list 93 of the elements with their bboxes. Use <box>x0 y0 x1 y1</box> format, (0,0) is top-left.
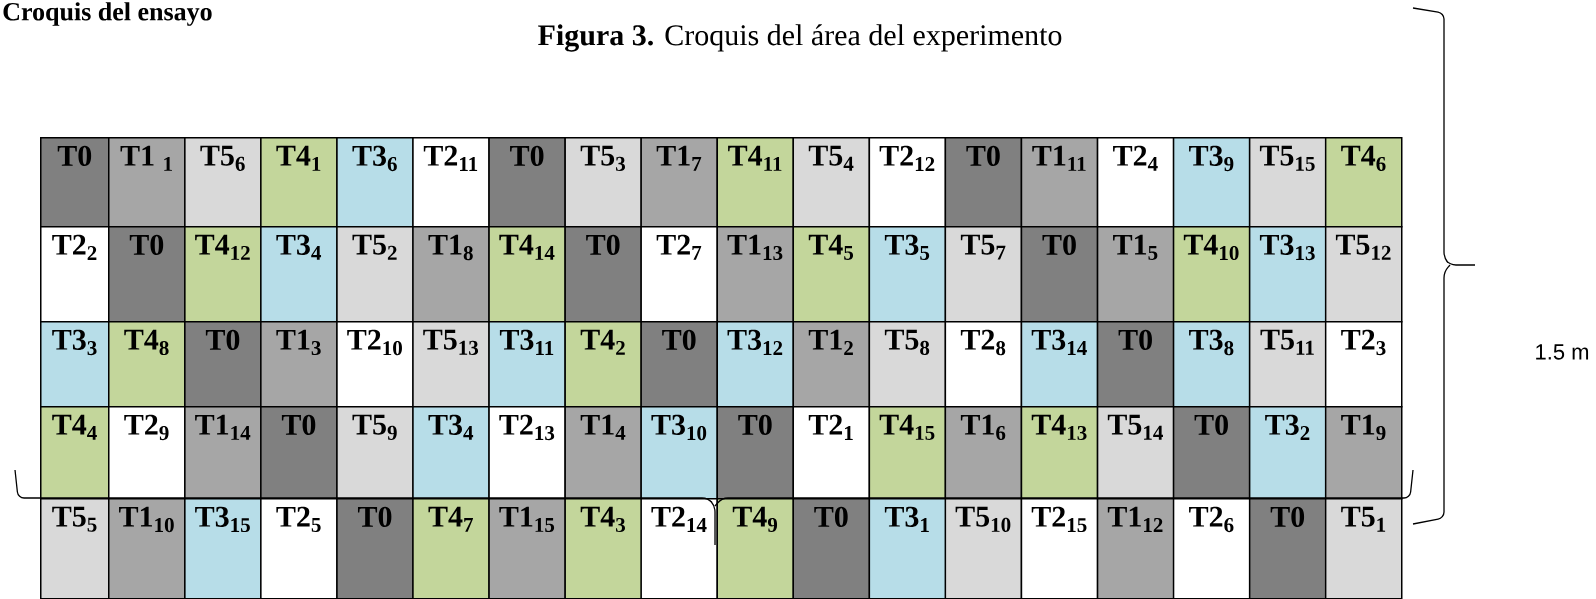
plot-cell: T3$_{9}$ <box>1172 137 1251 228</box>
plot-cell: T1$_{5}$ <box>1096 226 1175 323</box>
plot-cell: T2$_{9}$ <box>108 406 186 500</box>
plot-cell: T2$_{14}$ <box>640 498 718 599</box>
plot-cell: T5$_{1}$ <box>1324 498 1403 599</box>
plot-cell: T2$_{11}$ <box>412 137 490 228</box>
plot-cell: T2$_{2}$ <box>40 226 110 323</box>
plot-cell: T0 <box>792 498 871 599</box>
plot-cell: T3$_{8}$ <box>1172 321 1251 408</box>
plot-cell: T1$_{11}$ <box>1020 137 1099 228</box>
plot-cell: T1$_{7}$ <box>640 137 718 228</box>
plot-cell: T5$_{8}$ <box>868 321 947 408</box>
plot-cell: T5$_{13}$ <box>412 321 490 408</box>
plot-cell: T4$_{11}$ <box>716 137 795 228</box>
plot-cell: T3$_{15}$ <box>184 498 262 599</box>
plot-cell: T2$_{1}$ <box>792 406 871 500</box>
plot-cell: T4$_{14}$ <box>488 226 566 323</box>
figure-title: Figura 3. Croquis del área del experimento <box>538 24 1062 52</box>
plot-cell: T2$_{7}$ <box>640 226 718 323</box>
plot-cell: T5$_{5}$ <box>40 498 110 599</box>
plot-cell: T1$_{13}$ <box>716 226 795 323</box>
plot-cell: T4$_{10}$ <box>1172 226 1251 323</box>
plot-cell: T4$_{1}$ <box>260 137 338 228</box>
plot-cell: T2$_{10}$ <box>336 321 414 408</box>
plot-cell: T2$_{5}$ <box>260 498 338 599</box>
plot-cell: T1$_{12}$ <box>1096 498 1175 599</box>
plot-cell: T3$_{13}$ <box>1248 226 1327 323</box>
plot-cell: T1$_{14}$ <box>184 406 262 500</box>
plot-cell: T4$_{5}$ <box>792 226 871 323</box>
plot-cell: T2$_{12}$ <box>868 137 947 228</box>
section-heading: Croquis del ensayo <box>3 2 212 26</box>
plot-cell: T1$_{2}$ <box>792 321 871 408</box>
plot-cell: T5$_{2}$ <box>336 226 414 323</box>
plot-cell: T4$_{13}$ <box>1020 406 1099 500</box>
plot-cell: T0 <box>640 321 718 408</box>
plot-cell: T2$_{3}$ <box>1324 321 1403 408</box>
plot-cell: T3$_{10}$ <box>640 406 718 500</box>
plot-cell: T5$_{4}$ <box>792 137 871 228</box>
plot-cell: T4$_{7}$ <box>412 498 490 599</box>
plot-cell: T4$_{15}$ <box>868 406 947 500</box>
plot-cell: T3$_{11}$ <box>488 321 566 408</box>
plot-cell: T4$_{12}$ <box>184 226 262 323</box>
plot-cell: T1$_{9}$ <box>1324 406 1403 500</box>
plot-cell: T4$_{6}$ <box>1324 137 1403 228</box>
plot-cell: T3$_{14}$ <box>1020 321 1099 408</box>
plot-cell: T0 <box>184 321 262 408</box>
plot-cell: T5$_{6}$ <box>184 137 262 228</box>
plot-cell: T3$_{1}$ <box>868 498 947 599</box>
plot-cell: T0 <box>260 406 338 500</box>
plot-cell: T1$_{8}$ <box>412 226 490 323</box>
plot-cell: T4$_{8}$ <box>108 321 186 408</box>
plot-cell: T5$_{9}$ <box>336 406 414 500</box>
dimension-label: 1.5 m <box>1536 344 1589 360</box>
plot-cell: T5$_{11}$ <box>1248 321 1327 408</box>
plot-cell: T1$_{10}$ <box>108 498 186 599</box>
plot-cell: T2$_{4}$ <box>1096 137 1175 228</box>
plot-cell: T3$_{12}$ <box>716 321 795 408</box>
plot-cell: T1$_{15}$ <box>488 498 566 599</box>
plot-cell: T3$_{2}$ <box>1248 406 1327 500</box>
plot-cell: T5$_{7}$ <box>944 226 1023 323</box>
plot-cell: T1$_{3}$ <box>260 321 338 408</box>
plot-cell: T0 <box>564 226 642 323</box>
plot-cell: T3$_{3}$ <box>40 321 110 408</box>
plot-cell: T0 <box>40 137 110 228</box>
plot-cell: T5$_{15}$ <box>1248 137 1327 228</box>
plot-cell: T0 <box>1172 406 1251 500</box>
plot-cell: T4$_{9}$ <box>716 498 795 599</box>
plot-cell: T1 $_{1}$ <box>108 137 186 228</box>
plot-cell: T5$_{10}$ <box>944 498 1023 599</box>
plot-cell: T0 <box>944 137 1023 228</box>
plot-cell: T0 <box>1020 226 1099 323</box>
plot-cell: T5$_{3}$ <box>564 137 642 228</box>
plot-cell: T3$_{5}$ <box>868 226 947 323</box>
plot-cell: T0 <box>1248 498 1327 599</box>
plot-cell: T1$_{4}$ <box>564 406 642 500</box>
plot-cell: T4$_{4}$ <box>40 406 110 500</box>
plot-cell: T3$_{4}$ <box>412 406 490 500</box>
plot-cell: T2$_{15}$ <box>1020 498 1099 599</box>
plot-cell: T2$_{13}$ <box>488 406 566 500</box>
plot-cell: T2$_{6}$ <box>1172 498 1251 599</box>
plot-cell: T4$_{2}$ <box>564 321 642 408</box>
plot-cell: T3$_{6}$ <box>336 137 414 228</box>
plot-cell: T0 <box>336 498 414 599</box>
plot-cell: T4$_{3}$ <box>564 498 642 599</box>
plot-cell: T3$_{4}$ <box>260 226 338 323</box>
plot-cell: T0 <box>108 226 186 323</box>
plot-cell: T0 <box>488 137 566 228</box>
plot-cell: T5$_{12}$ <box>1324 226 1403 323</box>
plot-cell: T2$_{8}$ <box>944 321 1023 408</box>
plot-cell: T0 <box>716 406 795 500</box>
plot-cell: T0 <box>1096 321 1175 408</box>
plot-cell: T5$_{14}$ <box>1096 406 1175 500</box>
plot-cell: T1$_{6}$ <box>944 406 1023 500</box>
